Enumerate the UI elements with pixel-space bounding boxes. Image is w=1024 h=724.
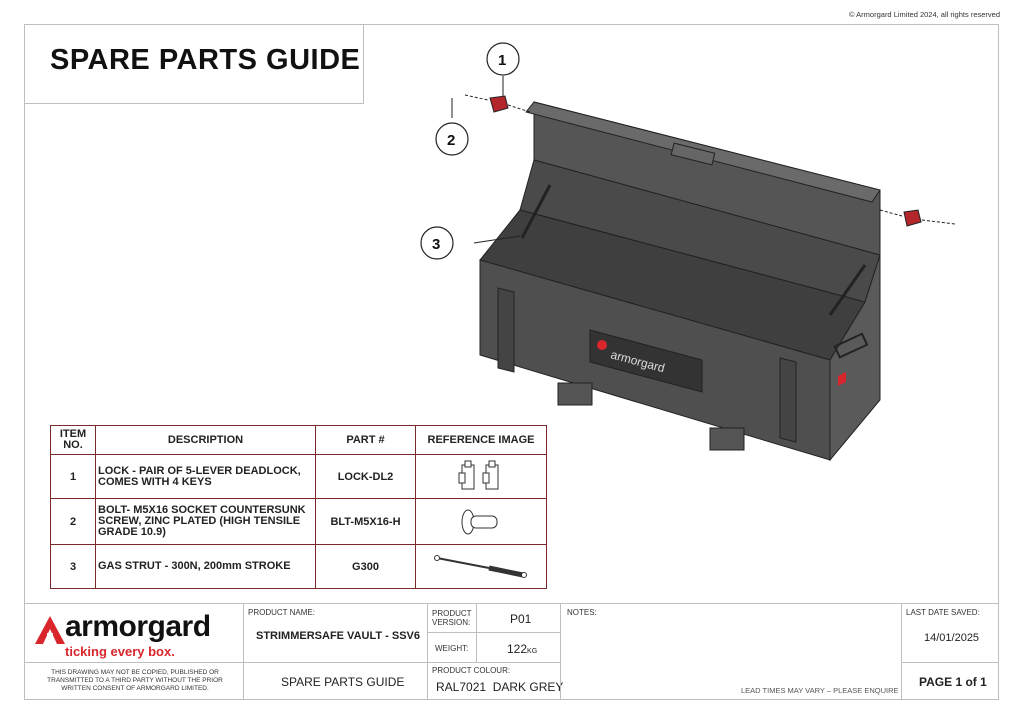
version-label: PRODUCT VERSION:: [432, 609, 472, 627]
parts-table: ITEM NO. DESCRIPTION PART # REFERENCE IM…: [50, 425, 547, 589]
logo-tagline: ticking every box.: [65, 644, 175, 659]
vault-side: [829, 254, 881, 462]
copyright-notice: © Armorgard Limited 2024, all rights res…: [848, 10, 1000, 19]
product-name: STRIMMERSAFE VAULT - SSV6: [256, 630, 420, 642]
item-no: 1: [50, 454, 96, 499]
weight-cell: 122KG: [476, 632, 561, 663]
colour-cell: PRODUCT COLOUR: RAL7021 DARK GREY: [427, 662, 564, 700]
page-number: PAGE 1 of 1: [919, 675, 987, 689]
weight-unit: KG: [527, 648, 538, 655]
lock-pair-icon: [458, 460, 499, 489]
header-reference-image: REFERENCE IMAGE: [415, 425, 547, 455]
item-description: BOLT- M5X16 SOCKET COUNTERSUNK SCREW, ZI…: [95, 498, 316, 545]
table-row: 2 BOLT- M5X16 SOCKET COUNTERSUNK SCREW, …: [50, 498, 547, 545]
version-label-cell: PRODUCT VERSION:: [427, 603, 477, 633]
weight-label: WEIGHT:: [435, 644, 469, 653]
copy-disclaimer: THIS DRAWING MAY NOT BE COPIED, PUBLISHE…: [47, 669, 223, 692]
doc-title-cell: SPARE PARTS GUIDE: [243, 662, 428, 700]
callout-2: 2: [435, 122, 469, 156]
last-saved-cell: LAST DATE SAVED: 14/01/2025: [901, 603, 999, 663]
weight-label-cell: WEIGHT:: [427, 632, 477, 663]
bolt-icon: [461, 509, 498, 534]
lock-part-right: [879, 209, 956, 227]
last-saved-label: LAST DATE SAVED:: [906, 608, 980, 617]
item-description: LOCK - PAIR OF 5-LEVER DEADLOCK, COMES W…: [95, 454, 316, 499]
product-version: P01: [510, 612, 532, 626]
notes-label: NOTES:: [567, 608, 597, 617]
header-part-number: PART #: [315, 425, 416, 455]
header-description: DESCRIPTION: [95, 425, 316, 455]
table-header-row: ITEM NO. DESCRIPTION PART # REFERENCE IM…: [50, 425, 547, 455]
armorgard-logo-icon: [35, 616, 65, 644]
svg-text:3: 3: [432, 236, 440, 253]
weight-value: 122KG: [507, 642, 537, 656]
item-part-number: G300: [315, 544, 416, 589]
item-reference-image: [415, 498, 547, 545]
product-name-cell: PRODUCT NAME: STRIMMERSAFE VAULT - SSV6: [243, 603, 428, 663]
logo-cell: armorgard ticking every box.: [24, 603, 244, 663]
callout-3: 3: [420, 226, 454, 260]
last-saved-date: 14/01/2025: [924, 632, 980, 644]
notes-cell: NOTES: LEAD TIMES MAY VARY – PLEASE ENQU…: [560, 603, 902, 700]
gas-strut-icon: [434, 554, 527, 578]
version-cell: P01: [476, 603, 561, 633]
vault-drawing: armorgard 1 2 3: [420, 42, 956, 462]
lead-times-note: LEAD TIMES MAY VARY – PLEASE ENQUIRE: [741, 686, 899, 695]
logo-wordmark: armorgard: [65, 610, 211, 643]
product-name-label: PRODUCT NAME:: [248, 608, 315, 617]
header-item-no: ITEM NO.: [50, 425, 96, 455]
callout-1: 1: [486, 42, 520, 76]
item-no: 3: [50, 544, 96, 589]
item-description: GAS STRUT - 300N, 200mm STROKE: [95, 544, 316, 589]
item-reference-image: [415, 454, 547, 499]
item-no: 2: [50, 498, 96, 545]
table-row: 3 GAS STRUT - 300N, 200mm STROKE G300: [50, 544, 547, 589]
lock-part-top: [464, 94, 531, 113]
colour-label: PRODUCT COLOUR:: [432, 666, 511, 675]
product-colour: RAL7021 DARK GREY: [436, 680, 564, 694]
disclaimer-cell: THIS DRAWING MAY NOT BE COPIED, PUBLISHE…: [24, 662, 244, 700]
page-title: SPARE PARTS GUIDE: [50, 44, 361, 76]
page-number-cell: PAGE 1 of 1: [901, 662, 999, 700]
doc-title: SPARE PARTS GUIDE: [281, 675, 405, 689]
svg-text:2: 2: [447, 132, 455, 149]
table-row: 1 LOCK - PAIR OF 5-LEVER DEADLOCK, COMES…: [50, 454, 547, 499]
item-part-number: LOCK-DL2: [315, 454, 416, 499]
title-box: [24, 24, 364, 104]
vault-logo-plate: [589, 329, 703, 393]
weight-number: 122: [507, 642, 528, 656]
item-part-number: BLT-M5X16-H: [315, 498, 416, 545]
svg-text:1: 1: [498, 52, 506, 69]
item-reference-image: [415, 544, 547, 589]
